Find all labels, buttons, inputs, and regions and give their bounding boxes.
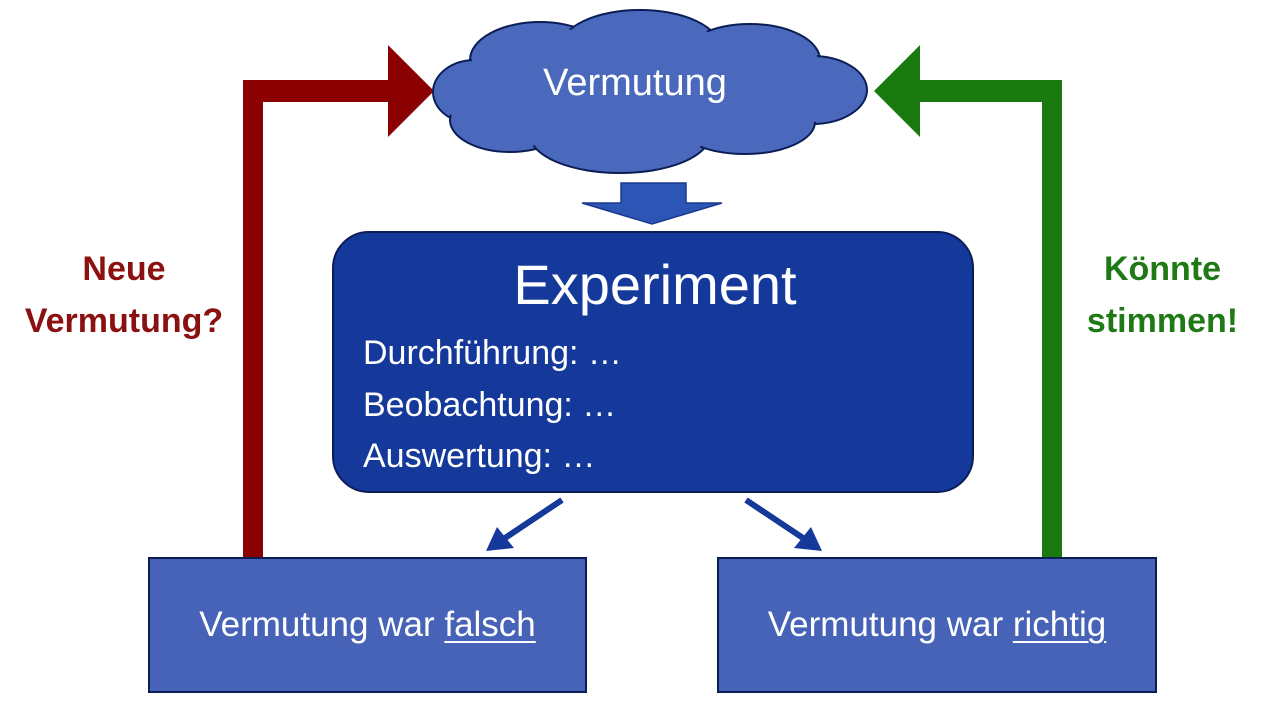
right-loop-label-line1: Könnte [1103, 250, 1222, 288]
red-feedback-arrow [243, 45, 434, 558]
cloud-label: Vermutung [543, 62, 727, 104]
arrow-to-false [486, 497, 564, 551]
result-box-true [717, 557, 1157, 693]
result-true-word: richtig [1012, 605, 1107, 644]
left-loop-label-line1: Neue [82, 250, 166, 288]
experiment-step-beobachtung: Beobachtung: … [363, 386, 617, 424]
cloud-fill [437, 14, 863, 168]
experiment-box [332, 231, 974, 493]
down-arrow [581, 182, 723, 225]
arrow-to-true [744, 497, 822, 551]
right-loop-label-line2: stimmen! [1086, 302, 1239, 340]
left-loop-label-line2: Vermutung? [24, 302, 224, 340]
result-false-prefix: Vermutung war [199, 605, 435, 644]
result-false-label: Vermutung war falsch [149, 605, 586, 645]
right-loop-label: Könnte stimmen! [1060, 243, 1265, 347]
result-false-word: falsch [444, 605, 536, 644]
result-box-false [148, 557, 587, 693]
result-true-label: Vermutung war richtig [718, 605, 1156, 645]
experiment-step-auswertung: Auswertung: … [363, 437, 596, 475]
left-loop-label: Neue Vermutung? [8, 243, 240, 347]
green-feedback-arrow [874, 45, 1062, 558]
experiment-step-durchfuehrung: Durchführung: … [363, 334, 622, 372]
result-true-prefix: Vermutung war [767, 605, 1004, 644]
experiment-title: Experiment [513, 253, 797, 316]
